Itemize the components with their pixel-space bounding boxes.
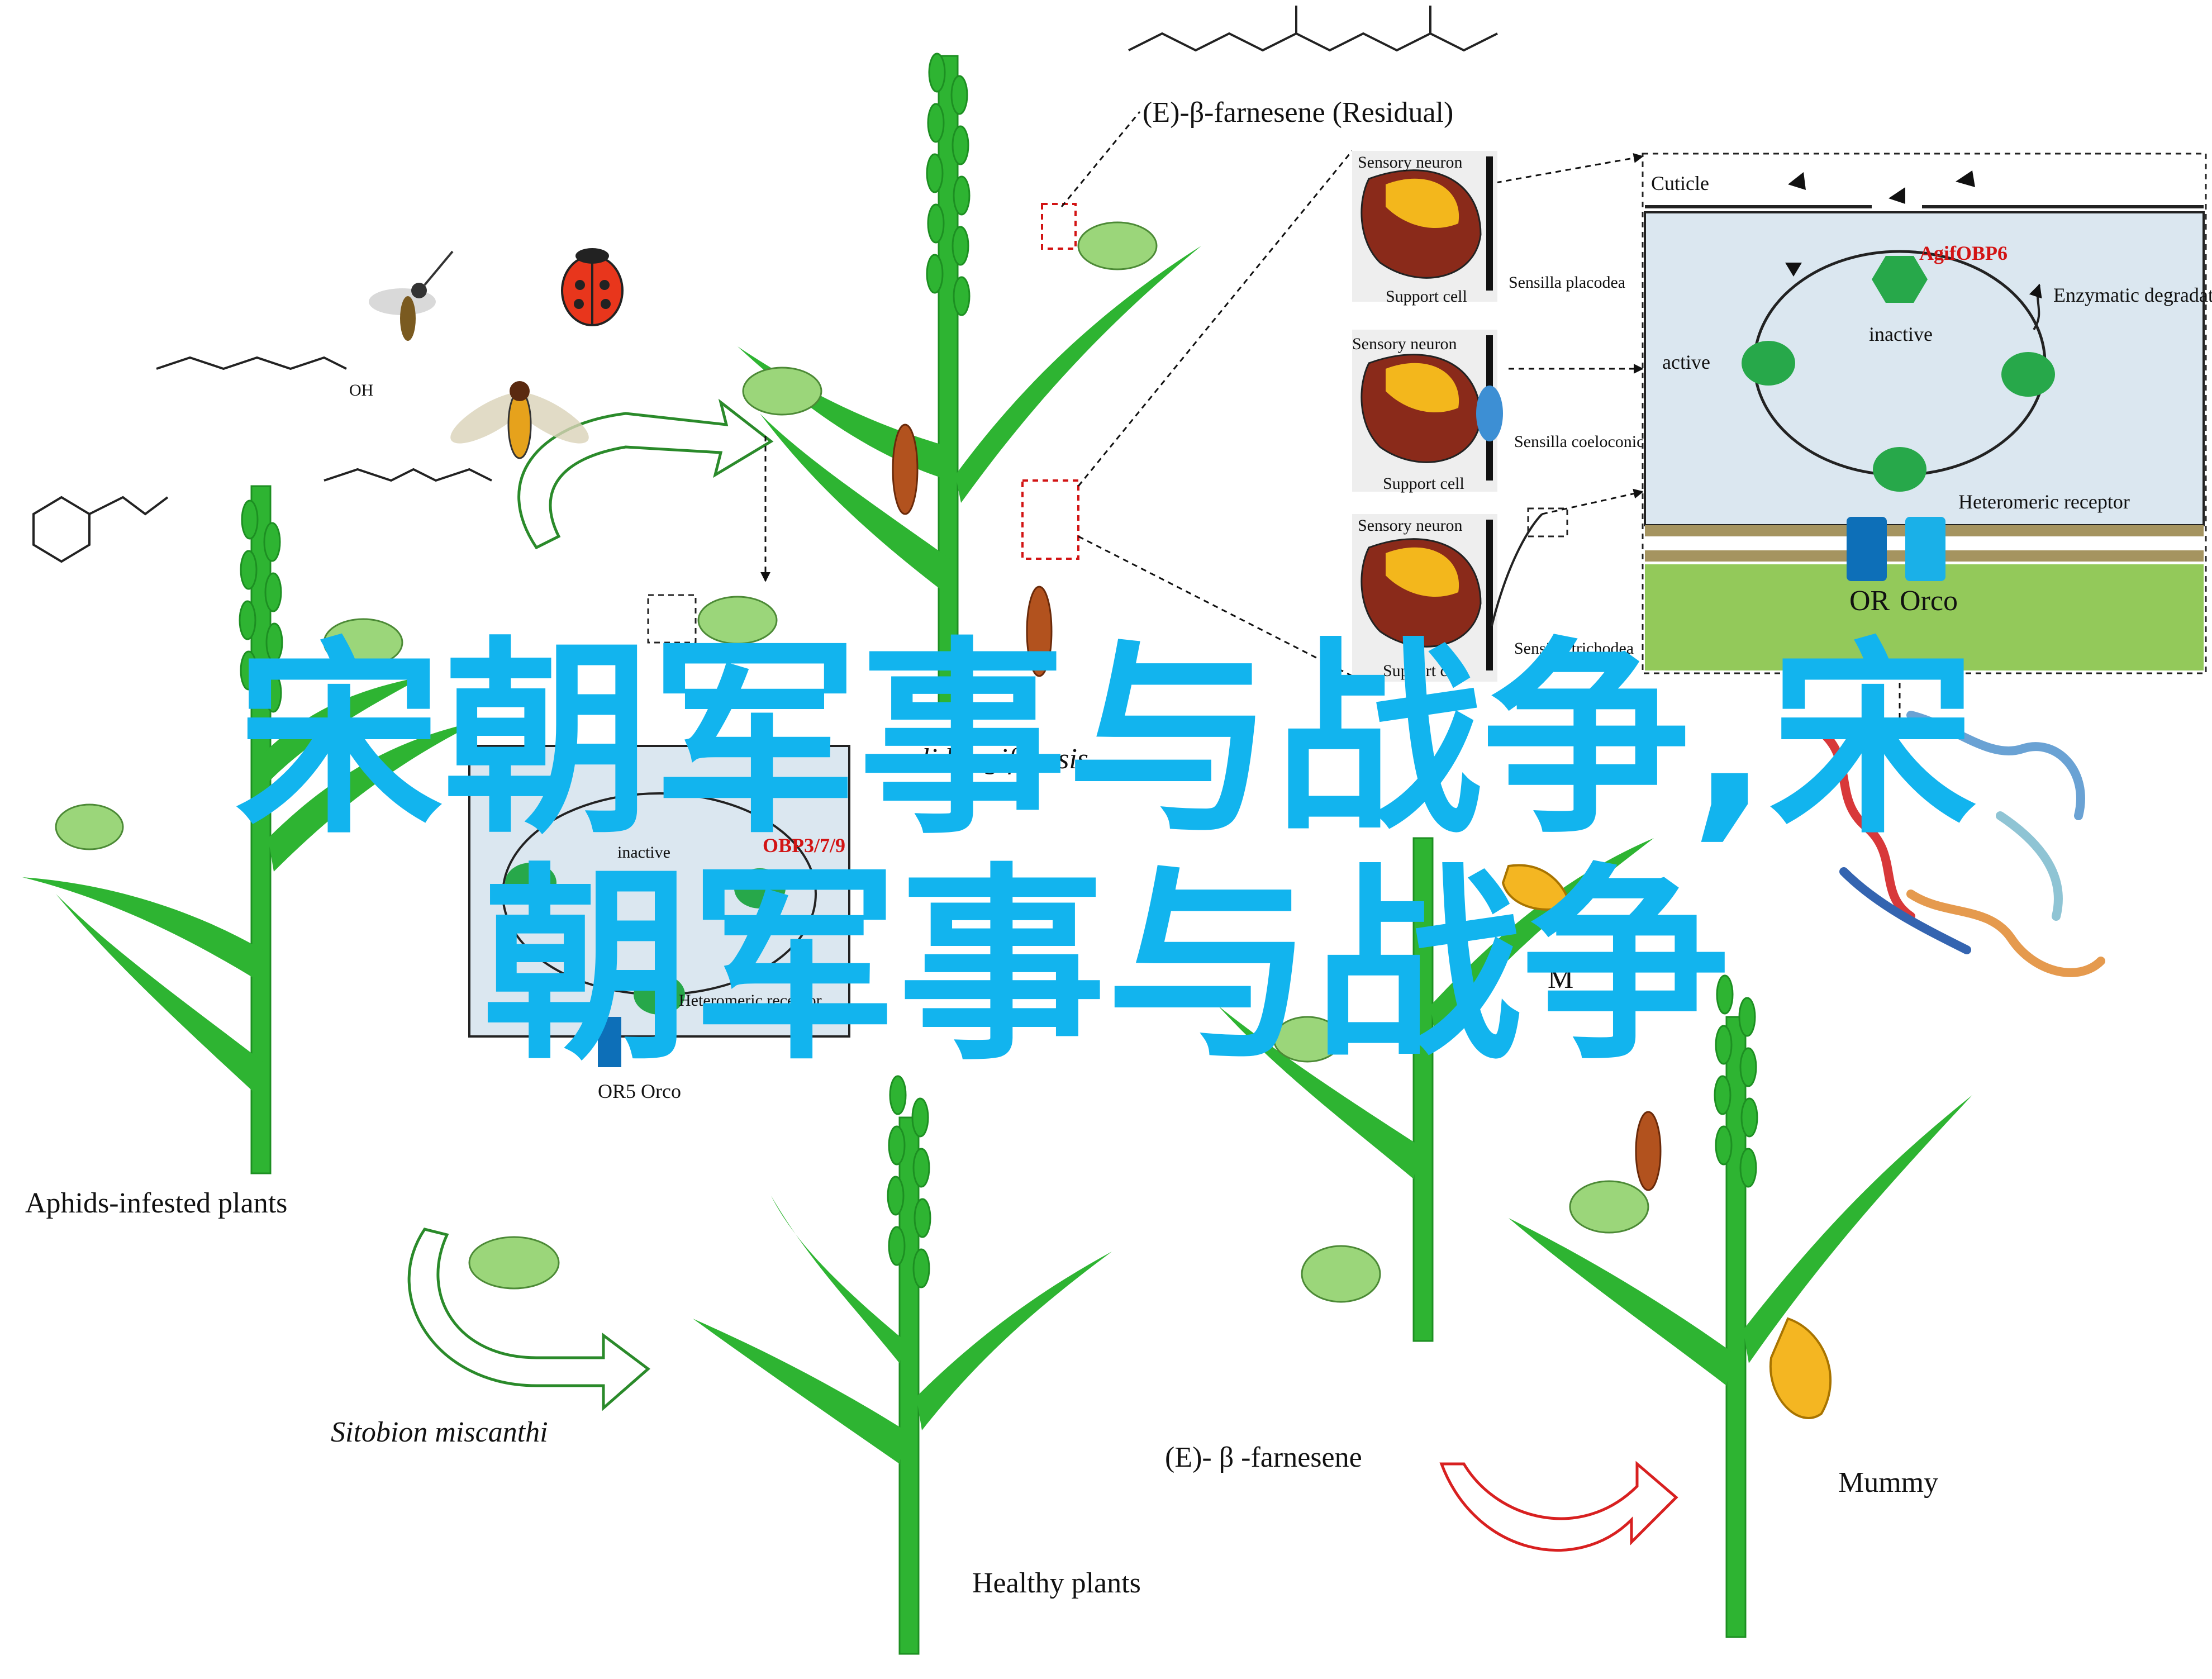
label-farnesene-top: (E)-β-farnesene (Residual) <box>1143 97 1453 129</box>
aphid-icon <box>55 221 1649 1303</box>
dashed-callouts <box>647 203 1568 644</box>
oh-label: OH <box>349 381 373 399</box>
green-cycle-arrow-bottom <box>407 1228 650 1411</box>
cuticle-label: Cuticle <box>1651 172 1709 194</box>
label-species-partial: ...lidus gifuensis <box>900 743 1088 775</box>
orco-label: Orco <box>1900 585 1958 617</box>
neuron-2-sensilla: Sensilla coeloconica <box>1514 432 1652 451</box>
plant-right-middle <box>1218 837 1654 1342</box>
wasp-icon <box>369 250 454 341</box>
neuron-1: Sensory neuron Support cell Sensilla pla… <box>1352 151 1625 306</box>
label-mummy: Mummy <box>1838 1467 1938 1499</box>
label-sitobion: Sitobion miscanthi <box>331 1416 548 1448</box>
neuron-2: Sensory neuron Support cell Sensilla coe… <box>1352 330 1652 493</box>
protein-icon <box>1817 711 2105 977</box>
active-label: active <box>1662 351 1710 373</box>
hetero-label: Heteromeric receptor <box>1958 491 2130 513</box>
enzymatic-label: Enzymatic degradation <box>2053 284 2212 306</box>
ladybug-icon <box>561 248 624 326</box>
neuron-1-support: Support cell <box>1386 287 1467 306</box>
neuron-1-title: Sensory neuron <box>1358 153 1462 172</box>
neuron-3-title: Sensory neuron <box>1358 516 1462 535</box>
or-label: OR <box>1849 585 1890 617</box>
neuron-1-sensilla: Sensilla placodea <box>1509 273 1625 292</box>
agifobp-label: AgifOBP6 <box>1919 242 2008 264</box>
molecule-icon <box>32 6 1498 563</box>
receptor-panel-left: inactive OBP3/7/9 active Heteromeric rec… <box>468 745 850 1102</box>
receptor-panel-right: Cuticle AgifOBP6 inactive active Enzymat… <box>1642 153 2212 674</box>
neuron-3-support: Support cell <box>1383 662 1464 680</box>
neuron-2-title: Sensory neuron <box>1352 335 1457 353</box>
plant-healthy <box>693 1075 1112 1655</box>
neuron-3-sensilla: Sensilla trichodea <box>1514 639 1634 658</box>
plant-right-bottom <box>1509 974 1972 1638</box>
parasitoid-icon <box>892 424 1662 1191</box>
hoverfly-icon <box>450 381 589 459</box>
label-farnesene-bottom: (E)- β -farnesene <box>1165 1442 1362 1473</box>
label-mummy-partial: M <box>1548 963 1573 995</box>
neuron-2-support: Support cell <box>1383 474 1464 493</box>
red-cycle-arrow <box>1439 1461 1678 1552</box>
neuron-3: Sensory neuron Support cell Sensilla tri… <box>1352 513 1634 682</box>
label-healthy-plants: Healthy plants <box>972 1567 1141 1599</box>
label-aphids-infested: Aphids-infested plants <box>25 1187 287 1219</box>
mummy-icon <box>1501 864 1832 1419</box>
inactive-label: inactive <box>1869 323 1933 345</box>
plant-aphids-infested <box>22 485 481 1174</box>
left-hetero: Heteromeric receptor <box>679 991 822 1010</box>
left-or-orco: OR5 Orco <box>598 1080 681 1102</box>
leader-lines <box>760 111 1901 726</box>
left-active: active <box>754 919 795 937</box>
left-inactive: inactive <box>617 843 670 862</box>
left-obp-label: OBP3/7/9 <box>763 834 845 857</box>
